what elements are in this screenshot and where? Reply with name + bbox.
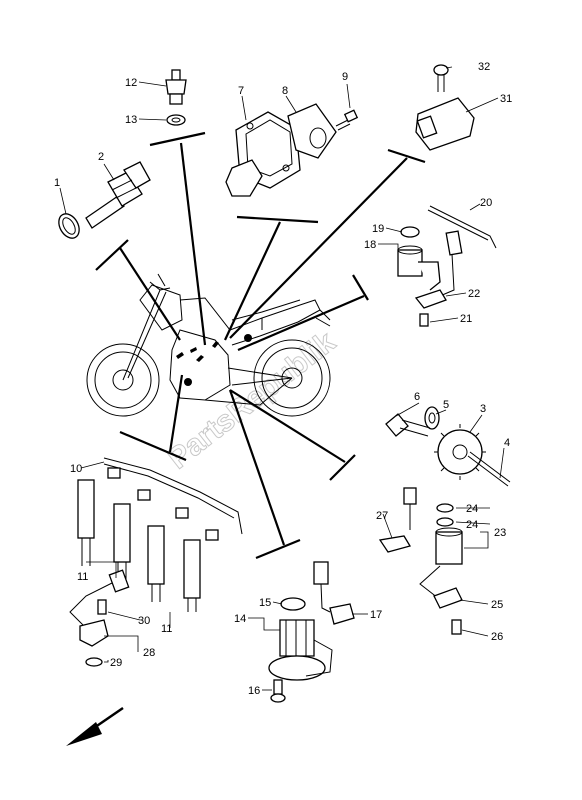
part-25-bracket	[433, 587, 463, 609]
direction-arrow-icon	[66, 706, 124, 746]
callout-9: 9	[342, 71, 348, 83]
callout-3: 3	[480, 403, 486, 415]
callout-11-front: 11	[77, 571, 88, 583]
callout-1: 1	[54, 177, 60, 189]
callout-22: 22	[468, 288, 480, 300]
part-31-pressure-sensor	[415, 97, 475, 151]
callout-21: 21	[460, 313, 472, 325]
callout-30: 30	[138, 615, 150, 627]
routing-lines	[95, 131, 426, 560]
part-26-bolt	[451, 619, 462, 635]
callout-13: 13	[125, 114, 137, 126]
part-1-o-ring	[58, 213, 80, 239]
callout-10: 10	[70, 463, 82, 475]
callout-28: 28	[143, 647, 155, 659]
callout-14: 14	[234, 613, 246, 625]
part-29-o-ring	[85, 657, 103, 667]
part-24-o-ring	[436, 503, 454, 513]
part-8-throttle-position-sensor	[287, 103, 337, 159]
part-3-sprocket	[434, 424, 486, 480]
callout-2: 2	[98, 151, 104, 163]
part-23-sensor	[419, 527, 463, 599]
callout-16: 16	[248, 685, 260, 697]
callout-24-lower: 24	[466, 519, 478, 531]
leader-lines	[59, 66, 505, 691]
part-28-sensor	[69, 569, 130, 647]
callout-29: 29	[110, 657, 122, 669]
part-21-bolt	[419, 313, 429, 327]
part-9-screw	[335, 109, 359, 131]
part-19-o-ring	[400, 226, 420, 238]
part-11-ignition-coil-rear	[147, 525, 201, 612]
callout-5: 5	[443, 399, 449, 411]
callout-6: 6	[414, 391, 420, 403]
callout-19: 19	[372, 223, 384, 235]
part-27-clamp	[378, 487, 417, 553]
callout-18: 18	[364, 239, 376, 251]
callout-25: 25	[491, 599, 503, 611]
part-12-switch	[165, 69, 187, 105]
part-18-sensor	[397, 245, 441, 291]
callout-7: 7	[238, 85, 244, 97]
part-6-bolt	[385, 413, 431, 437]
part-7-sensor-bracket	[225, 111, 301, 197]
callout-8: 8	[282, 85, 288, 97]
part-4-shaft	[467, 451, 511, 487]
part-24-o-ring-lower	[436, 517, 454, 527]
part-14-fuel-pump	[268, 619, 333, 681]
callout-labels: 1 2 3 4 5 6 7 8 9 10 11 11 12 13 14 15 1…	[54, 61, 512, 697]
part-11-ignition-coil	[77, 479, 131, 586]
callout-23: 23	[494, 527, 506, 539]
part-32-bolt	[433, 64, 449, 92]
part-13-washer	[166, 114, 186, 126]
callout-31: 31	[500, 93, 512, 105]
part-22-clamp	[414, 289, 447, 309]
part-15-o-ring	[280, 597, 306, 611]
callout-11-rear: 11	[161, 623, 172, 635]
part-10-wire-harness	[103, 457, 243, 541]
part-16-bolt	[270, 679, 286, 703]
callout-26: 26	[491, 631, 503, 643]
motorcycle	[86, 273, 331, 417]
part-5-washer	[424, 406, 440, 430]
part-17-clamp	[313, 561, 355, 625]
callout-4: 4	[504, 437, 510, 449]
callout-20: 20	[480, 197, 492, 209]
part-30-bolt	[97, 599, 107, 615]
callout-32: 32	[478, 61, 490, 73]
callout-17: 17	[370, 609, 382, 621]
part-20-harness	[427, 205, 497, 297]
part-2-temperature-sensor	[85, 161, 151, 229]
callout-15: 15	[259, 597, 271, 609]
callout-24-upper: 24	[466, 503, 478, 515]
callout-27: 27	[376, 510, 388, 522]
callout-12: 12	[125, 77, 137, 89]
